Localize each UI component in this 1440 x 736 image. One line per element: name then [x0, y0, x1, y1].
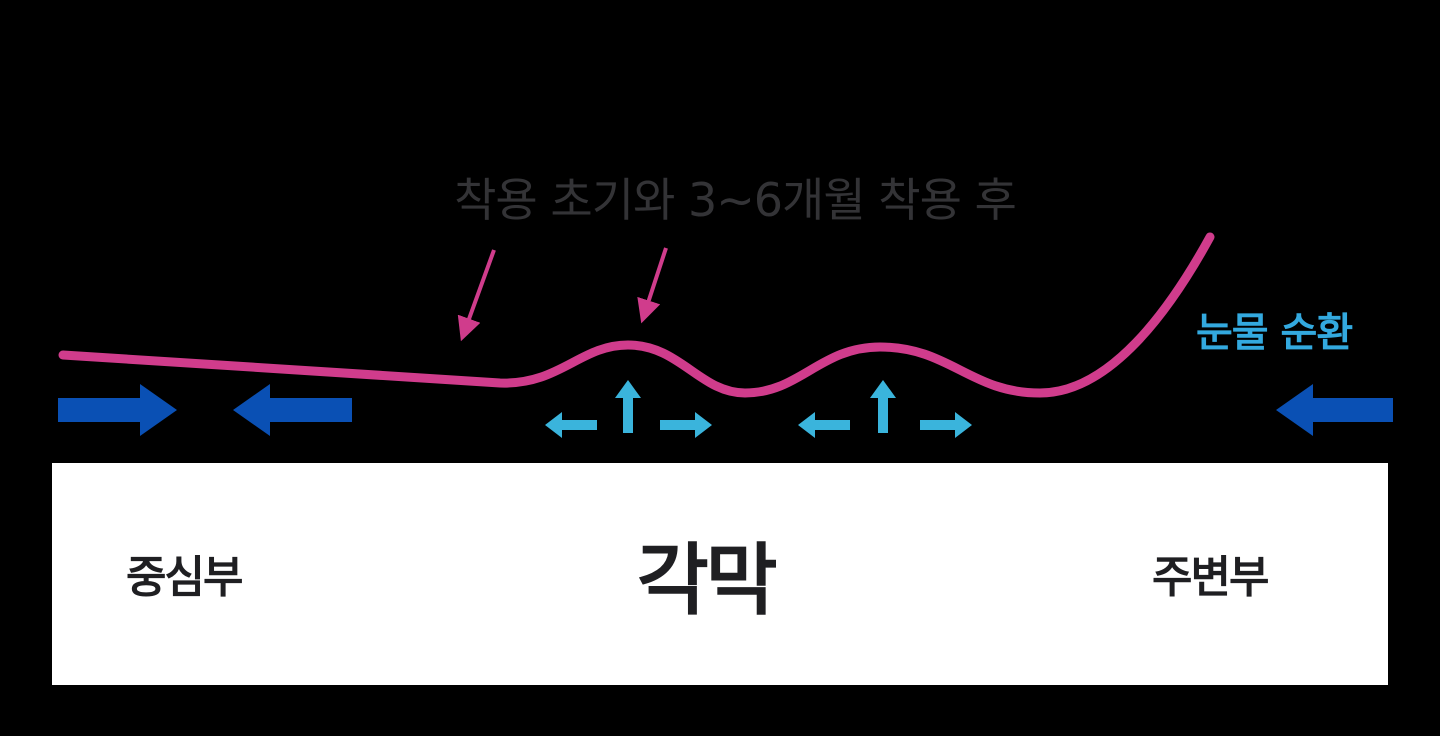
tear-flow-label: 눈물 순환	[1196, 310, 1353, 356]
annotation-text: 착용 초기와 3~6개월 착용 후	[454, 173, 1017, 227]
pointer-arrow-left	[457, 249, 496, 342]
arrow-up-icon	[870, 380, 896, 433]
arrow-left-icon	[798, 412, 850, 438]
cornea-label: 각막	[637, 536, 778, 626]
arrow-right-icon	[920, 412, 972, 438]
arrow-up-icon	[615, 380, 641, 433]
arrow-right-icon	[660, 412, 712, 438]
center-label: 중심부	[126, 552, 243, 603]
flow-arrow-right-icon	[58, 384, 177, 436]
cornea-block: 중심부 각막 주변부	[52, 463, 1388, 685]
lens-curve	[58, 232, 1215, 398]
arrow-left-icon	[545, 412, 597, 438]
pointer-arrow-center	[637, 247, 668, 324]
flow-arrow-left-icon	[233, 384, 352, 436]
flow-arrow-left-icon	[1276, 384, 1393, 436]
pressure-arrows-1	[545, 380, 712, 438]
pressure-arrows-2	[798, 380, 972, 438]
periphery-label: 주변부	[1152, 552, 1269, 603]
